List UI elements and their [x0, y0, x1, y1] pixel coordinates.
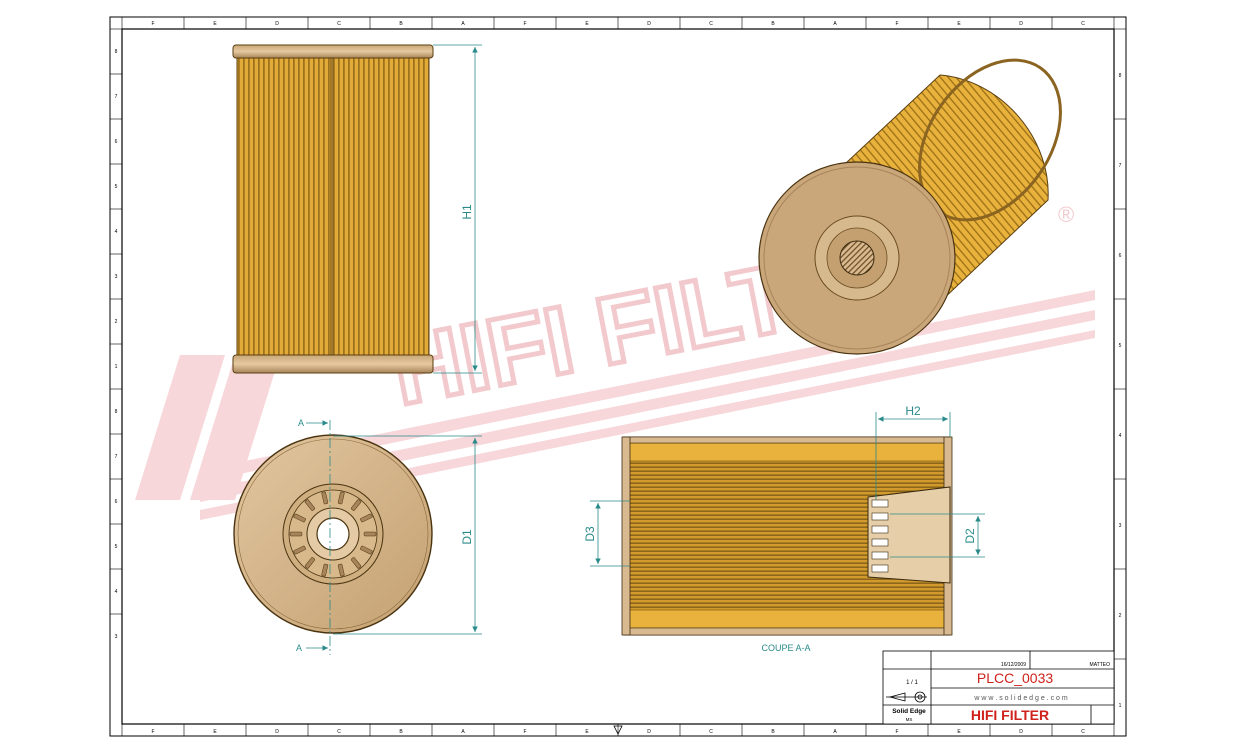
dimension-h2-label: H2	[905, 404, 921, 418]
border-letter-top: D	[1019, 21, 1023, 27]
dimension-d1-label: D1	[460, 529, 474, 545]
border-number-right: 8	[1119, 73, 1122, 79]
border-letter-top: E	[213, 21, 217, 27]
tb-date: 16/12/2009	[1001, 662, 1026, 668]
iso-bore	[839, 240, 875, 276]
border-letter-bottom: D	[647, 729, 651, 735]
border-letter-bottom: C	[1081, 729, 1085, 735]
bottom-end-cap	[232, 354, 434, 374]
border-letter-top: E	[585, 21, 589, 27]
end-view	[233, 434, 433, 634]
section-line	[306, 420, 331, 655]
border-letter-top: A	[461, 21, 465, 27]
isometric-view	[758, 58, 1062, 355]
border-letter-bottom: B	[399, 729, 403, 735]
tb-software-sub: MS	[906, 717, 913, 722]
border-letter-top: C	[337, 21, 341, 27]
tb-scale: 1 / 1	[906, 680, 918, 686]
border-letter-top: B	[399, 21, 403, 27]
core-slots	[871, 499, 889, 573]
border-letter-top: F	[151, 21, 154, 27]
border-letter-bottom: B	[771, 729, 775, 735]
border-letter-bottom: C	[709, 729, 713, 735]
border-number-right: 3	[1119, 523, 1122, 529]
border-number-right: 5	[1119, 343, 1122, 349]
border-number-right: 2	[1119, 613, 1122, 619]
border-number-left: 6	[115, 499, 118, 505]
section-caption: COUPE A-A	[761, 643, 810, 653]
section-marker-top: A	[298, 418, 304, 428]
top-end-cap	[232, 44, 434, 59]
border-number-left: 8	[115, 49, 118, 55]
zone-ticks	[110, 17, 1126, 736]
dimension-d1	[333, 435, 482, 635]
dimension-d2	[890, 513, 985, 558]
border-letter-bottom: D	[1019, 729, 1023, 735]
title-block	[882, 650, 1115, 725]
border-number-left: 3	[115, 274, 118, 280]
border-letter-top: F	[895, 21, 898, 27]
section-view	[621, 436, 953, 636]
border-letter-bottom: C	[337, 729, 341, 735]
tb-company: HIFI FILTER	[971, 707, 1049, 723]
tb-author: MATTEO	[1090, 662, 1111, 668]
border-letter-top: C	[709, 21, 713, 27]
border-letter-top: E	[957, 21, 961, 27]
tb-part-number: PLCC_0033	[977, 670, 1053, 686]
dimension-h1	[433, 44, 482, 374]
border-number-right: 6	[1119, 253, 1122, 259]
end-slots	[289, 491, 377, 577]
dimension-d3	[590, 500, 630, 567]
border-number-left: 4	[115, 229, 118, 235]
dimension-d3-label: D3	[583, 526, 597, 542]
border-number-left: 7	[115, 94, 118, 100]
inner-core	[867, 486, 951, 584]
border-number-left: 6	[115, 139, 118, 145]
border-number-right: 4	[1119, 433, 1122, 439]
border-letter-bottom: E	[213, 729, 217, 735]
front-view	[232, 44, 434, 374]
dimension-h1-label: H1	[460, 204, 474, 220]
border-number-right: 1	[1119, 703, 1122, 709]
border-letter-bottom: F	[895, 729, 898, 735]
border-number-left: 8	[115, 409, 118, 415]
tb-software: Solid Edge	[892, 708, 926, 715]
border-letter-top: B	[771, 21, 775, 27]
dimension-h2	[875, 412, 951, 500]
border-number-right: 7	[1119, 163, 1122, 169]
border-letter-bottom: F	[523, 729, 526, 735]
border-letter-top: F	[523, 21, 526, 27]
border-letter-bottom: D	[275, 729, 279, 735]
border-number-left: 2	[115, 319, 118, 325]
border-number-left: 5	[115, 184, 118, 190]
border-number-left: 3	[115, 634, 118, 640]
border-letter-top: D	[275, 21, 279, 27]
border-number-left: 4	[115, 589, 118, 595]
section-marker-bottom: A	[296, 643, 302, 653]
border-letter-bottom: E	[957, 729, 961, 735]
border-letter-top: D	[647, 21, 651, 27]
border-letter-bottom: F	[151, 729, 154, 735]
border-letter-bottom: A	[833, 729, 837, 735]
border-number-left: 5	[115, 544, 118, 550]
border-letter-top: C	[1081, 21, 1085, 27]
border-number-left: 1	[115, 364, 118, 370]
border-letter-top: A	[833, 21, 837, 27]
dimension-d2-label: D2	[963, 528, 977, 544]
border-letter-bottom: E	[585, 729, 589, 735]
watermark-registered: ®	[1058, 202, 1074, 227]
tb-website: w w w . s o l i d e d g e . c o m	[973, 695, 1068, 702]
projection-symbol-icon	[886, 691, 927, 703]
zone-labels: F F E E D D C C B B A A F F E E D D C C B B A A F F E E D D C C 8 7 6 5 4 3 2 1…	[115, 21, 1122, 735]
center-mark	[613, 725, 623, 735]
border-letter-bottom: A	[461, 729, 465, 735]
center-bore	[316, 517, 350, 551]
border-number-left: 7	[115, 454, 118, 460]
